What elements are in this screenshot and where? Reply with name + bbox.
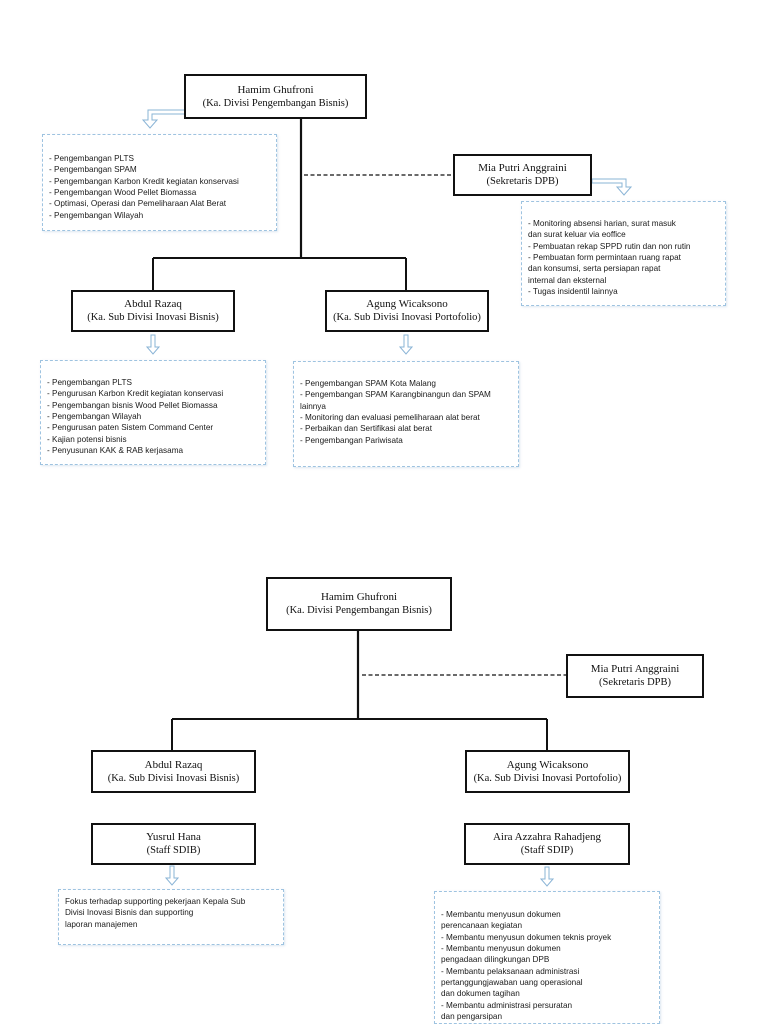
chart2-sub-left-role: (Ka. Sub Divisi Inovasi Bisnis) (107, 772, 240, 784)
task-line: dan pengarsipan (441, 1011, 503, 1021)
chart2-sub-right-box: Agung Wicaksono (Ka. Sub Divisi Inovasi … (465, 750, 630, 793)
down-arrow-icon (146, 334, 160, 355)
chart2-secretary-name: Mia Putri Anggraini (590, 663, 680, 676)
task-line: - Membantu pelaksanaan administrasi (441, 966, 580, 976)
task-line: - Membantu menyusun dokumen teknis proye… (441, 932, 612, 942)
task-line: Divisi Inovasi Bisnis dan supporting (65, 908, 194, 918)
task-line: - Perbaikan dan Sertifikasi alat berat (300, 424, 432, 434)
chart1-head-box: Hamim Ghufroni (Ka. Divisi Pengembangan … (184, 74, 367, 119)
chart2-head-box: Hamim Ghufroni (Ka. Divisi Pengembangan … (266, 577, 452, 631)
bent-arrow-icon (591, 178, 633, 196)
chart2-sub-right-name: Agung Wicaksono (506, 758, 589, 771)
task-line: dan konsumsi, serta persiapan rapat (528, 264, 661, 274)
chart2-staff-right-tasks: - Membantu menyusun dokumen perencanaan … (434, 891, 660, 1024)
task-line: dan surat keluar via eoffice (528, 230, 626, 240)
task-line: - Pengurusan paten Sistem Command Center (47, 423, 214, 433)
task-line: - Kajian potensi bisnis (47, 434, 127, 444)
task-line: - Pengembangan SPAM Karangbinangun dan S… (300, 390, 491, 400)
chart1-sub-right-box: Agung Wicaksono (Ka. Sub Divisi Inovasi … (325, 290, 489, 332)
chart2-staff-right-role: (Staff SDIP) (520, 845, 574, 857)
task-line: - Tugas insidentil lainnya (528, 286, 618, 296)
bent-arrow-icon (141, 109, 187, 129)
task-line: - Pengembangan Pariwisata (300, 435, 403, 445)
chart1-secretary-role: (Sekretaris DPB) (486, 176, 559, 188)
task-line: dan dokumen tagihan (441, 989, 520, 999)
task-line: perencanaan kegiatan (441, 921, 523, 931)
chart1-sub-left-tasks: - Pengembangan PLTS - Pengurusan Karbon … (40, 360, 266, 465)
chart1-sub-right-tasks: - Pengembangan SPAM Kota Malang - Pengem… (293, 361, 519, 467)
task-line: - Pengembangan Wilayah (49, 210, 144, 220)
task-line: - Optimasi, Operasi dan Pemeliharaan Ala… (49, 199, 227, 209)
chart2-head-role: (Ka. Divisi Pengembangan Bisnis) (286, 605, 432, 617)
chart1-secretary-tasks: - Monitoring absensi harian, surat masuk… (521, 201, 726, 306)
chart1-head-name: Hamim Ghufroni (237, 83, 314, 96)
chart1-sub-left-box: Abdul Razaq (Ka. Sub Divisi Inovasi Bisn… (71, 290, 235, 332)
task-line: - Pengembangan SPAM (49, 165, 137, 175)
chart2-secretary-role: (Sekretaris DPB) (598, 677, 672, 689)
chart2-head-name: Hamim Ghufroni (320, 591, 398, 604)
chart1-sub-left-role: (Ka. Sub Divisi Inovasi Bisnis) (87, 312, 219, 324)
chart2-sub-left-box: Abdul Razaq (Ka. Sub Divisi Inovasi Bisn… (91, 750, 256, 793)
chart2-staff-right-box: Aira Azzahra Rahadjeng (Staff SDIP) (464, 823, 630, 865)
chart1-head-tasks: - Pengembangan PLTS - Pengembangan SPAM … (42, 134, 277, 231)
chart2-staff-left-tasks: Fokus terhadap supporting pekerjaan Kepa… (58, 889, 284, 945)
chart2-staff-left-name: Yusrul Hana (146, 831, 201, 844)
task-line: - Pembuatan form permintaan ruang rapat (528, 252, 681, 262)
task-line: - Pengembangan bisnis Wood Pellet Biomas… (47, 400, 218, 410)
task-line: Fokus terhadap supporting pekerjaan Kepa… (65, 897, 246, 906)
task-line: laporan manajemen (65, 919, 138, 929)
chart1-sub-right-role: (Ka. Sub Divisi Inovasi Portofolio) (333, 312, 481, 324)
down-arrow-icon (540, 866, 554, 887)
chart1-head-role: (Ka. Divisi Pengembangan Bisnis) (202, 97, 349, 109)
chart1-secretary-box: Mia Putri Anggraini (Sekretaris DPB) (453, 154, 592, 196)
chart2-staff-left-role: (Staff SDIB) (146, 845, 201, 857)
task-line: - Pembuatan rekap SPPD rutin dan non rut… (528, 241, 691, 251)
down-arrow-icon (399, 334, 413, 355)
task-line: - Pengembangan PLTS (47, 378, 132, 387)
task-line: - Pengembangan PLTS (49, 154, 134, 163)
task-line: - Pengembangan SPAM Kota Malang (300, 379, 436, 388)
task-line: - Monitoring absensi harian, surat masuk (528, 219, 676, 228)
down-arrow-icon (165, 865, 179, 886)
task-line: internal dan eksternal (528, 275, 607, 285)
task-line: - Pengembangan Wood Pellet Biomassa (49, 187, 197, 197)
task-line: - Membantu menyusun dokumen (441, 910, 561, 919)
chart1-sub-right-name: Agung Wicaksono (366, 298, 448, 311)
chart1-sub-left-name: Abdul Razaq (124, 298, 182, 311)
chart2-staff-right-name: Aira Azzahra Rahadjeng (492, 831, 602, 844)
chart2-sub-right-role: (Ka. Sub Divisi Inovasi Portofolio) (473, 772, 622, 784)
task-line: - Pengurusan Karbon Kredit kegiatan kons… (47, 389, 224, 399)
chart1-secretary-name: Mia Putri Anggraini (478, 162, 567, 175)
task-line: - Membantu menyusun dokumen (441, 943, 561, 953)
task-line: - Pengembangan Wilayah (47, 411, 142, 421)
task-line: pertanggungjawaban uang operasional (441, 977, 583, 987)
task-line: lainnya (300, 401, 326, 411)
task-line: pengadaan dilingkungan DPB (441, 955, 550, 965)
chart2-sub-left-name: Abdul Razaq (144, 758, 203, 771)
chart2-secretary-box: Mia Putri Anggraini (Sekretaris DPB) (566, 654, 704, 698)
task-line: - Pengembangan Karbon Kredit kegiatan ko… (49, 176, 239, 186)
task-line: - Membantu administrasi persuratan (441, 1000, 573, 1010)
task-line: - Penyusunan KAK & RAB kerjasama (47, 445, 184, 455)
task-line: - Monitoring dan evaluasi pemeliharaan a… (300, 412, 480, 422)
chart2-staff-left-box: Yusrul Hana (Staff SDIB) (91, 823, 256, 865)
